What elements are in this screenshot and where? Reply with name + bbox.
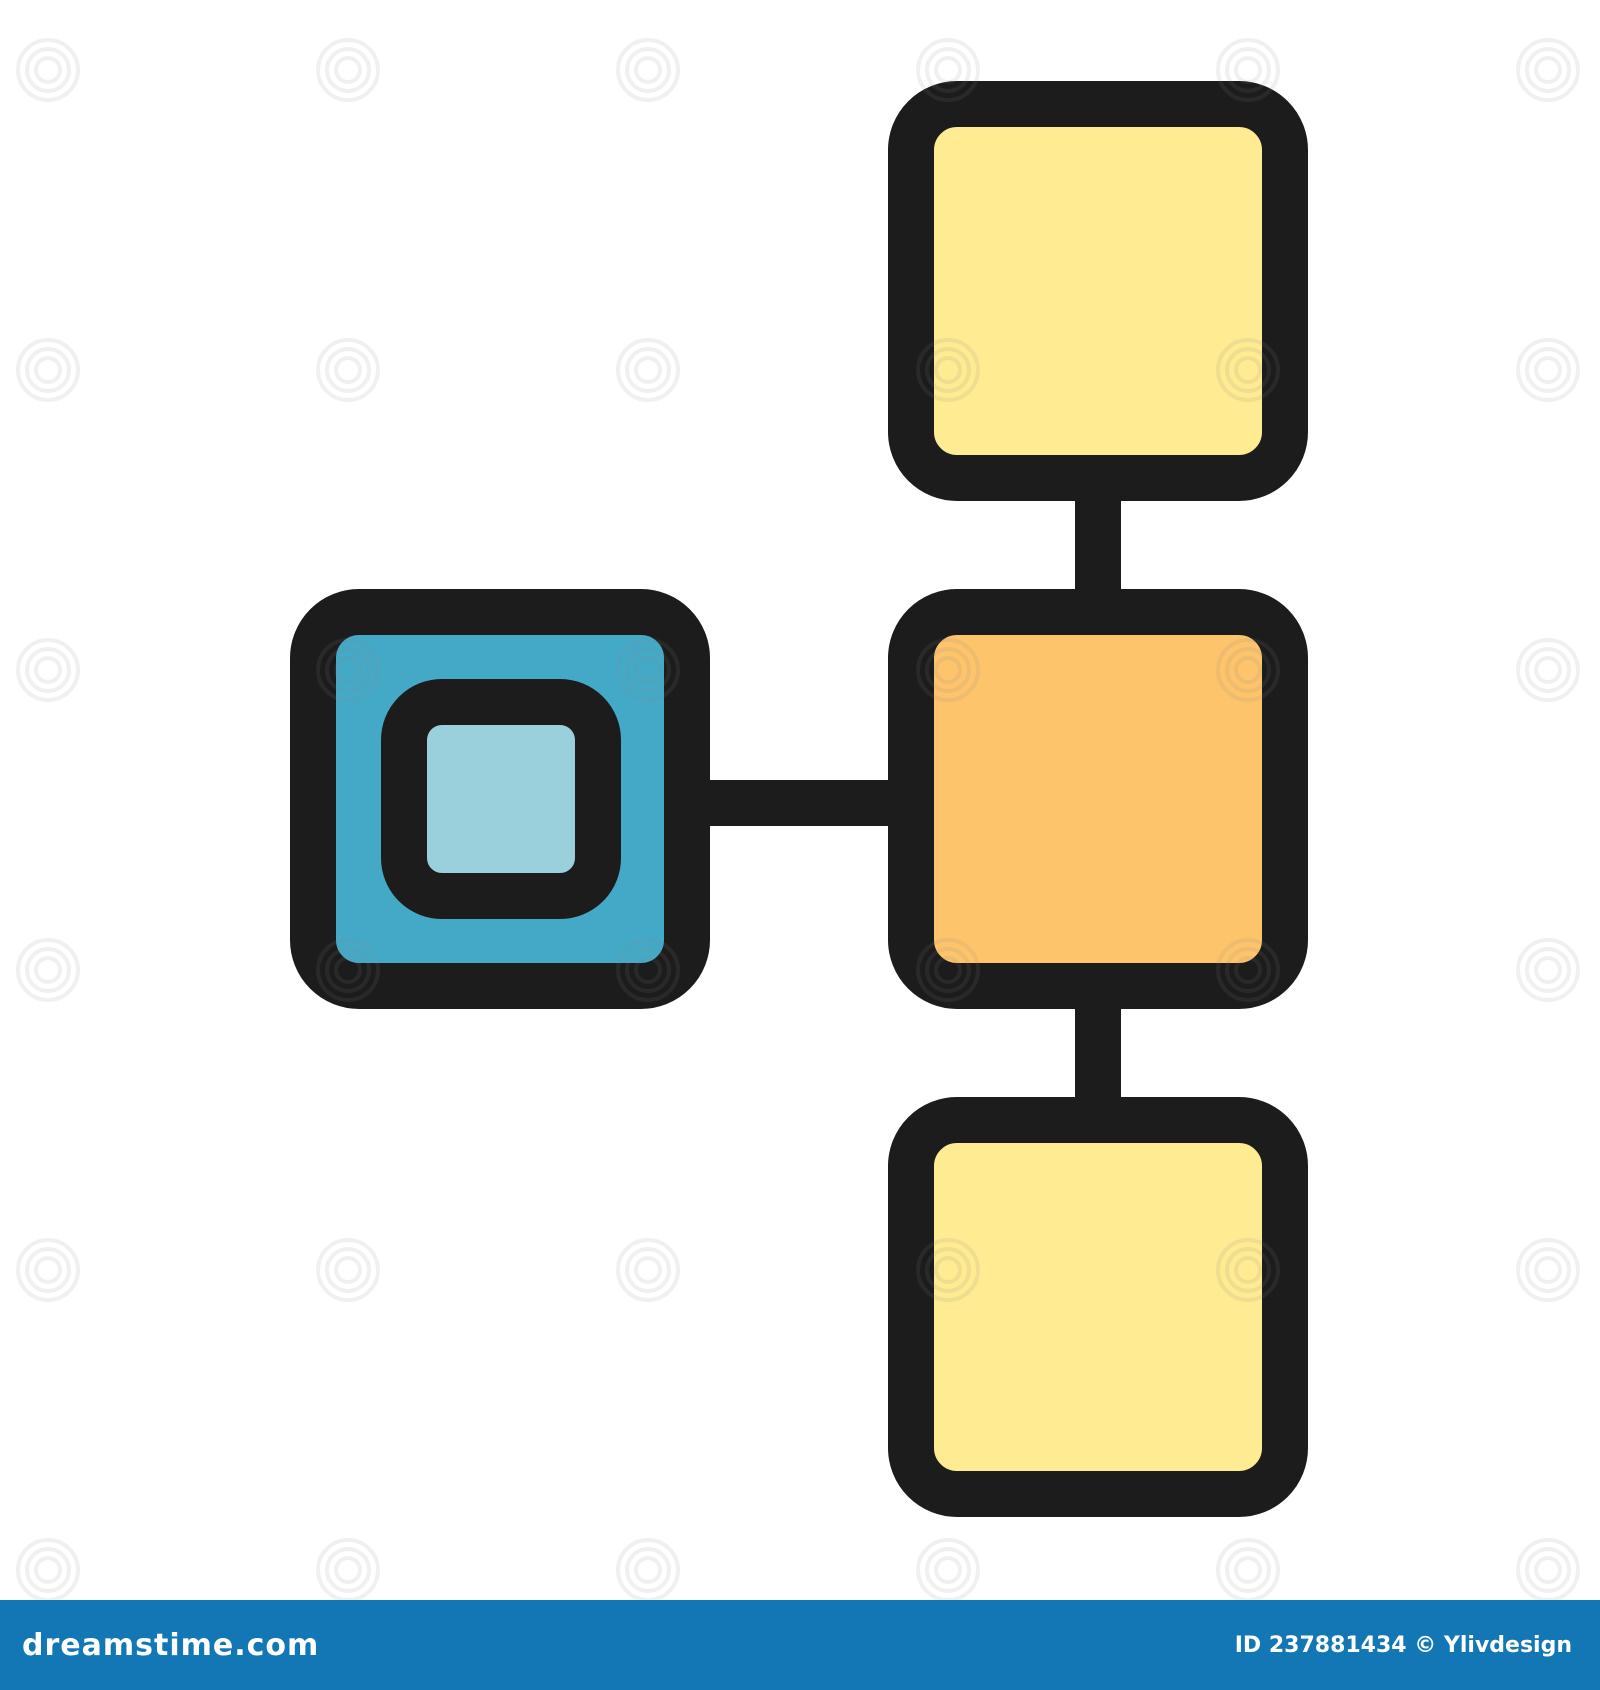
node-bottom xyxy=(888,1097,1308,1517)
footer-brand: dreamstime.com xyxy=(22,1627,320,1663)
node-top xyxy=(888,81,1308,501)
hierarchy-diagram xyxy=(290,81,1308,1517)
node-left-inner xyxy=(381,679,621,919)
footer-credit: ID 237881434 © Ylivdesign xyxy=(1234,1632,1572,1658)
node-center xyxy=(888,589,1308,1009)
footer-bar: dreamstime.com ID 237881434 © Ylivdesign xyxy=(0,1600,1600,1690)
